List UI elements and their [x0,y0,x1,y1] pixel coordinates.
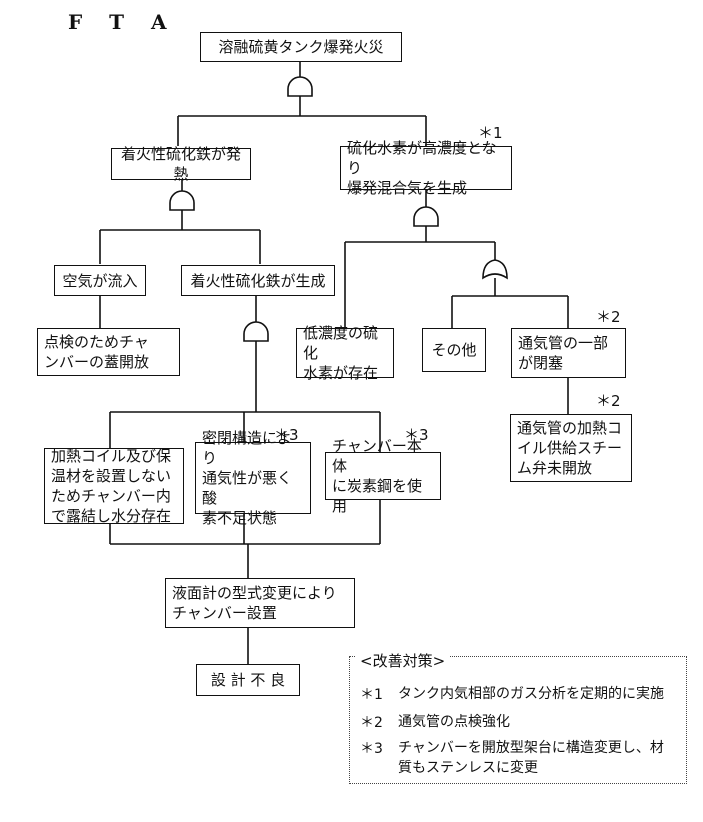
measure-3-mark: ＊3 [360,741,383,757]
event-level-gauge: 液面計の型式変更により チャンバー設置 [165,578,355,628]
diagram-title: F T A [68,10,177,34]
measure-1-text: タンク内気相部のガス分析を定期的に実施 [398,686,664,702]
and-gate-h2s-mixture [413,206,439,227]
event-ignition-generation: 着火性硫化鉄が生成 [181,265,335,296]
mark-2b: ＊2 [596,392,621,410]
event-air-inflow: 空気が流入 [54,265,146,296]
and-gate-ignition-generation [243,321,269,342]
event-steam-valve: 通気管の加熱コ イル供給スチー ム弁未開放 [510,414,632,482]
event-chamber-open: 点検のためチャ ンバーの蓋開放 [37,328,180,376]
event-top: 溶融硫黄タンク爆発火災 [200,32,402,62]
event-ignition-heat: 着火性硫化鉄が発熱 [111,145,251,183]
measures-title: <改善対策> [356,650,450,671]
event-sealed-structure: 密閉構造により 通気性が悪く酸 素不足状態 [195,429,311,527]
measure-3-text: チャンバーを開放型架台に構造変更し、材 質もステンレスに変更 [398,740,664,776]
or-gate-h2s-low [482,259,508,280]
event-other: その他 [422,328,486,372]
mark-1: ＊1 [478,124,503,142]
mark-3a: ＊3 [274,426,299,444]
measure-2-mark: ＊2 [360,715,383,731]
measure-2-text: 通気管の点検強化 [398,714,510,730]
event-design-defect: 設 計 不 良 [196,664,300,696]
event-vent-blocked: 通気管の一部 が閉塞 [511,328,626,378]
and-gate-ignition-heat [169,190,195,211]
event-heating-coil: 加熱コイル及び保 温材を設置しない ためチャンバー内 で露結し水分存在 [44,447,184,525]
mark-2a: ＊2 [596,308,621,326]
event-low-h2s: 低濃度の硫化 水素が存在 [296,324,394,382]
and-gate-top [287,76,313,97]
mark-3b: ＊3 [404,426,429,444]
event-carbon-steel: チャンバー本体 に炭素鋼を使用 [325,437,441,515]
event-h2s-mixture: 硫化水素が高濃度となり 爆発混合気を生成 [340,139,512,197]
measures-panel [349,656,687,784]
measure-1-mark: ＊1 [360,687,383,703]
